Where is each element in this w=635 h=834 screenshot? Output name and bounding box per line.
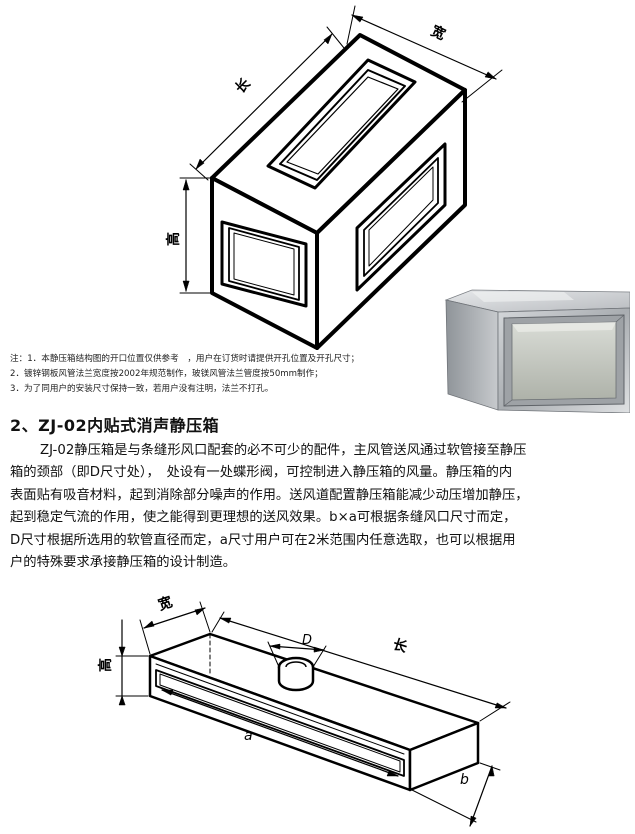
box-diagram-1: 宽 长 高: [165, 5, 503, 350]
dim-d-label: D: [302, 633, 312, 648]
front-opening-flange: [220, 220, 308, 308]
product-photo: [444, 286, 630, 413]
note-line: 注：1．本静压箱结构图的开口位置仅供参考 ，用户在订货时请提供开孔位置及开孔尺寸…: [10, 354, 360, 364]
dim-height-label-2: 高: [97, 658, 114, 672]
note-line: 3．为了同用户的安装尺寸保持一致，若用户没有注明，法兰不打孔。: [10, 384, 274, 394]
dim-a-label: a: [244, 728, 253, 744]
description-line: ZJ-02静压箱是与条缝形风口配套的必不可少的配件，主风管送风通过软管接至静压: [40, 443, 527, 458]
side-opening-flange: [355, 142, 447, 292]
box1-side-face: [315, 88, 467, 350]
notes-block: 注：1．本静压箱结构图的开口位置仅供参考 ，用户在订货时请提供开孔位置及开孔尺寸…: [10, 352, 440, 397]
dim-b-label: b: [460, 772, 469, 788]
section-title: 2、ZJ-02内贴式消声静压箱: [10, 416, 220, 435]
top-opening-inner: [279, 69, 406, 181]
note-line: 2．镀锌钢板风管法兰宽度按2002年规范制作，玻镁风管法兰管度按50mm制作；: [10, 369, 323, 379]
description-line: 户的特殊要求承接静压箱的设计制造。: [10, 555, 237, 571]
description-paragraph: ZJ-02静压箱是与条缝形风口配套的必不可少的配件，主风管送风通过软管接至静压 …: [10, 440, 622, 574]
dim-width-label-1: 宽: [428, 22, 448, 43]
dim-width-label-2: 宽: [156, 593, 175, 613]
description-line: 表面贴有吸音材料，起到消除部分噪声的作用。送风道配置静压箱能减少动压增加静压，: [10, 487, 529, 503]
dim-length-label-2: 长: [391, 636, 411, 657]
dim-length-label-1: 长: [232, 74, 255, 97]
dim-height-label-1: 高: [165, 232, 182, 246]
description-line: 起到稳定气流的作用，使之能得到更理想的送风效果。b×a可根据条缝风口尺寸而定，: [10, 510, 517, 526]
top-opening-flange: [266, 58, 417, 190]
box-diagram-2: 宽 高 长 D a b: [97, 593, 511, 827]
description-line: 箱的颈部（即D尺寸处）， 处设有一处蝶形阀，可控制进入静压箱的风量。静压箱的内: [10, 465, 513, 481]
box2-end-face: [408, 721, 480, 792]
front-slot: [155, 669, 405, 777]
description-line: D尺寸根据所选用的软管直径而定，a尺寸用户可在2米范围内任意选取，也可以根据用: [10, 532, 516, 548]
